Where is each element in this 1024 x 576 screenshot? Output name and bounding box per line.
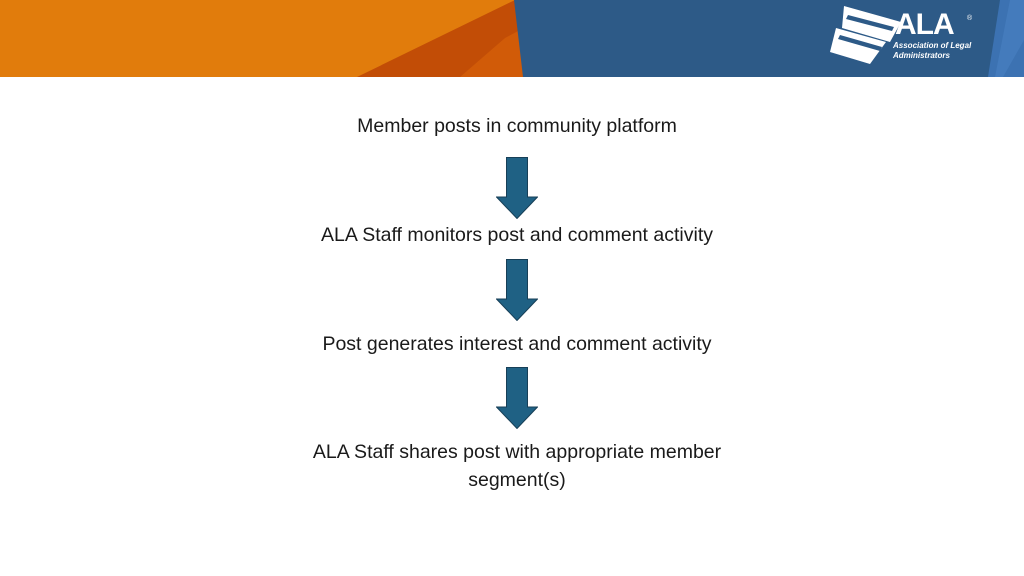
flow-arrow-2	[496, 259, 538, 321]
down-arrow-icon	[496, 157, 538, 219]
flow-arrow-1	[496, 157, 538, 219]
ala-logo-wordmark: ALA	[895, 8, 955, 41]
ala-logo: ALA ® Association of Legal Administrator…	[828, 6, 988, 68]
ala-logo-subtitle: Association of Legal Administrators	[893, 41, 972, 60]
banner-orange-shadow	[357, 0, 523, 77]
banner-orange-fold	[460, 30, 523, 77]
ala-logo-registered-mark: ®	[967, 15, 973, 22]
flow-arrow-3	[496, 367, 538, 429]
down-arrow-icon	[496, 367, 538, 429]
ala-logo-mark	[830, 6, 901, 64]
banner-blue-highlight	[995, 0, 1024, 77]
flow-step-2: ALA Staff monitors post and comment acti…	[321, 224, 713, 246]
down-arrow-icon	[496, 259, 538, 321]
flow-step-1: Member posts in community platform	[357, 115, 677, 137]
header-banner: ALA ® Association of Legal Administrator…	[0, 0, 1024, 77]
banner-blue-panel	[514, 0, 1024, 77]
flow-step-4: ALA Staff shares post with appropriate m…	[312, 441, 722, 491]
flow-step-3: Post generates interest and comment acti…	[322, 333, 712, 355]
